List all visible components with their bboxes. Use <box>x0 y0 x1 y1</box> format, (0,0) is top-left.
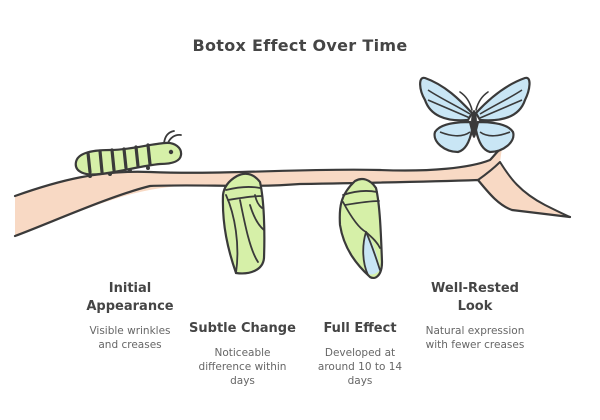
heading-line: Well-Rested <box>431 281 519 296</box>
stage-heading: Initial Appearance <box>65 280 195 316</box>
description-line: Developed at <box>324 347 396 359</box>
caterpillar-icon <box>74 130 183 178</box>
description-line: with fewer creases <box>425 339 525 351</box>
description-line: days <box>347 375 373 387</box>
stage-initial-appearance: Initial Appearance Visible wrinkles and … <box>65 280 195 352</box>
description-line: days <box>230 375 255 387</box>
stage-full-effect: Full Effect Developed at around 10 to 14… <box>305 320 415 388</box>
butterfly-icon <box>419 76 531 154</box>
stage-description: Noticeable difference within days <box>180 346 305 388</box>
description-line: Natural expression <box>425 325 525 337</box>
heading-line: Look <box>457 299 493 314</box>
description-line: difference within <box>198 361 287 373</box>
description-line: and creases <box>98 339 162 351</box>
emerging-chrysalis-icon <box>338 177 384 279</box>
heading-line: Appearance <box>86 299 174 314</box>
stage-heading: Well-Rested Look <box>410 280 540 316</box>
stage-subtle-change: Subtle Change Noticeable difference with… <box>180 320 305 388</box>
description-line: Noticeable <box>214 347 271 359</box>
chrysalis-icon <box>221 172 266 275</box>
diagram-title: Botox Effect Over Time <box>192 36 408 55</box>
description-line: Visible wrinkles <box>89 325 171 337</box>
stage-description: Developed at around 10 to 14 days <box>305 346 415 388</box>
description-line: around 10 to 14 <box>317 361 403 373</box>
stage-description: Visible wrinkles and creases <box>65 324 195 352</box>
stage-description: Natural expression with fewer creases <box>410 324 540 352</box>
heading-line: Initial <box>108 281 152 296</box>
stage-heading: Subtle Change <box>189 321 296 336</box>
stage-heading: Full Effect <box>323 321 397 336</box>
stage-well-rested-look: Well-Rested Look Natural expression with… <box>410 280 540 352</box>
